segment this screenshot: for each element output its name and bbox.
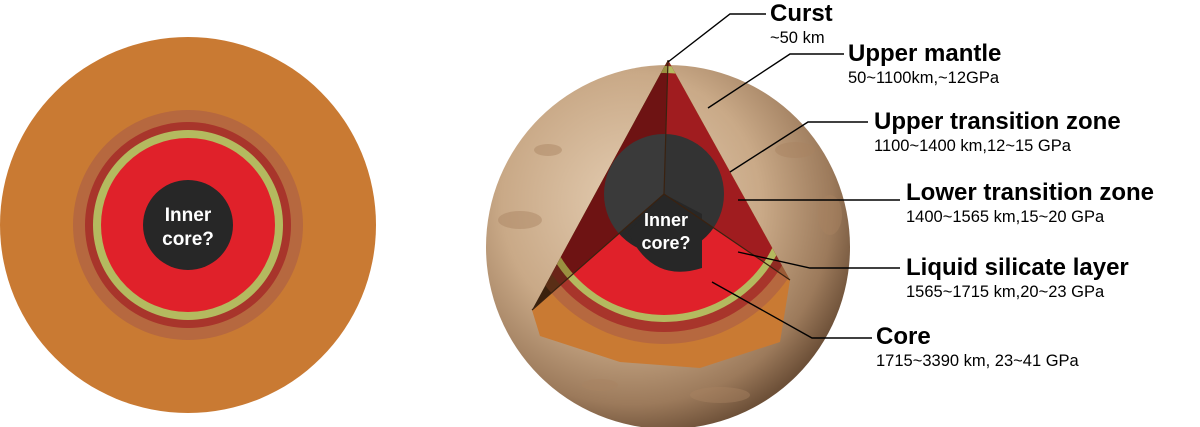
label-upper-mantle-range: 50~1100km,~12GPa <box>848 68 1001 88</box>
cutaway-planet: Inner core? <box>486 44 850 427</box>
label-core-range: 1715~3390 km, 23~41 GPa <box>876 351 1079 371</box>
left-inner-core-label-line2: core? <box>162 229 214 250</box>
right-inner-core-label-line2: core? <box>641 233 690 253</box>
label-liquid-silicate-layer: Liquid silicate layer 1565~1715 km,20~23… <box>906 255 1129 302</box>
label-core-title: Core <box>876 324 1079 350</box>
right-inner-core-label-line1: Inner <box>644 210 688 230</box>
label-upper-transition-range: 1100~1400 km,12~15 GPa <box>874 136 1121 156</box>
label-upper-transition-zone: Upper transition zone 1100~1400 km,12~15… <box>874 109 1121 156</box>
label-upper-mantle-title: Upper mantle <box>848 41 1001 67</box>
left-layer-diagram: Inner core? <box>0 37 376 413</box>
label-lower-transition-title: Lower transition zone <box>906 180 1154 206</box>
left-inner-core-label-line1: Inner <box>165 205 212 226</box>
label-lower-transition-range: 1400~1565 km,15~20 GPa <box>906 207 1154 227</box>
label-curst-title: Curst <box>770 1 833 27</box>
label-upper-mantle: Upper mantle 50~1100km,~12GPa <box>848 41 1001 88</box>
label-core: Core 1715~3390 km, 23~41 GPa <box>876 324 1079 371</box>
leader-curst <box>668 14 766 62</box>
label-liquid-silicate-title: Liquid silicate layer <box>906 255 1129 281</box>
label-curst-range: ~50 km <box>770 28 833 48</box>
label-upper-transition-title: Upper transition zone <box>874 109 1121 135</box>
label-lower-transition-zone: Lower transition zone 1400~1565 km,15~20… <box>906 180 1154 227</box>
label-curst: Curst ~50 km <box>770 1 833 48</box>
label-liquid-silicate-range: 1565~1715 km,20~23 GPa <box>906 282 1129 302</box>
